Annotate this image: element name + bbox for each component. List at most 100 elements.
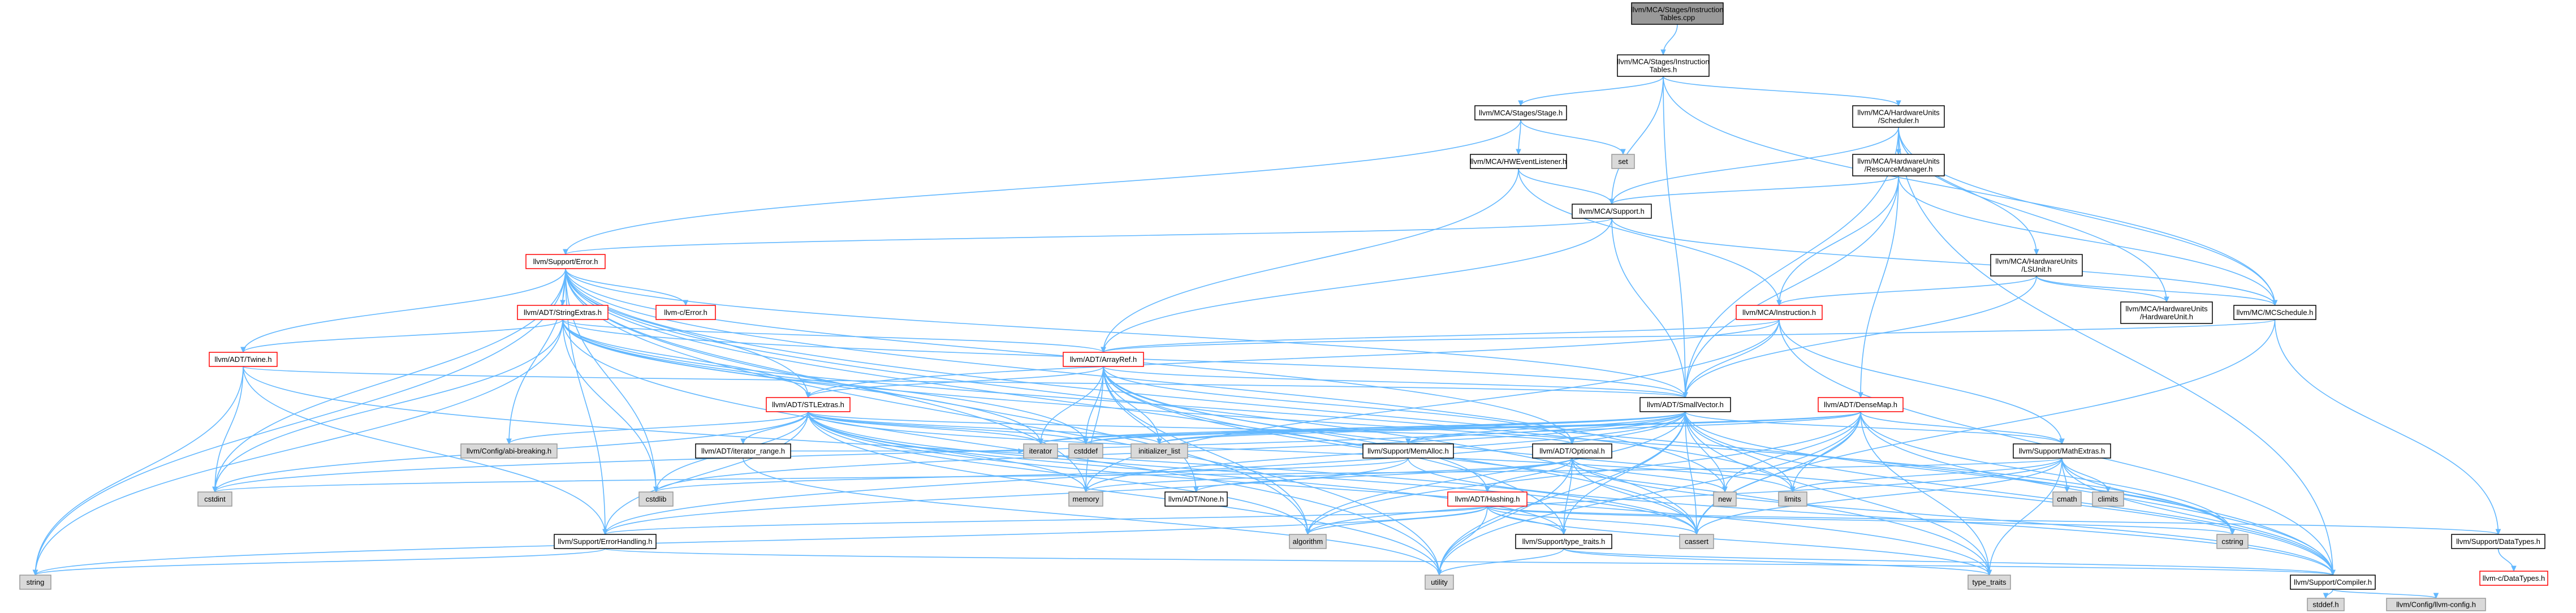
dependency-edge	[32, 268, 566, 576]
node-optional[interactable]: llvm/ADT/Optional.h	[1532, 443, 1612, 459]
node-label: algorithm	[1293, 537, 1323, 546]
dependency-edge	[1563, 548, 2336, 576]
dependency-edge	[2036, 275, 2169, 303]
node-box	[1778, 491, 1807, 507]
node-twine[interactable]: llvm/ADT/Twine.h	[209, 352, 278, 367]
node-none[interactable]: llvm/ADT/None.h	[1164, 491, 1228, 507]
node-utility[interactable]: utility	[1425, 575, 1454, 590]
dependency-edge	[1487, 506, 2236, 536]
node-label: /ResourceManager.h	[1865, 165, 1933, 174]
node-stddef[interactable]: stddef.h	[2307, 598, 2345, 611]
dependency-edge	[565, 268, 689, 306]
node-typetraits[interactable]: type_traits	[1967, 575, 2011, 590]
node-mathextras[interactable]: llvm/Support/MathExtras.h	[2013, 443, 2111, 459]
node-label: llvm/Support/Error.h	[533, 257, 598, 266]
node-box	[2013, 443, 2111, 459]
node-box	[2307, 598, 2345, 611]
node-errhandling[interactable]: llvm/Support/ErrorHandling.h	[554, 534, 657, 549]
node-algorithm[interactable]: algorithm	[1289, 534, 1327, 549]
node-smallvec[interactable]: llvm/ADT/SmallVector.h	[1639, 397, 1731, 412]
dependency-edge	[563, 119, 1521, 256]
node-cassert[interactable]: cassert	[1679, 534, 1714, 549]
node-cmath[interactable]: cmath	[2052, 491, 2082, 507]
dependency-edge	[1611, 218, 1688, 399]
node-sched[interactable]: llvm/MCA/HardwareUnits/Scheduler.h	[1852, 105, 1945, 128]
node-lsunit[interactable]: llvm/MCA/HardwareUnits/LSUnit.h	[1990, 254, 2083, 277]
dependency-edge	[1157, 411, 1861, 445]
dependency-edge	[605, 548, 2336, 576]
dependency-edge	[1436, 548, 1564, 576]
node-densemap[interactable]: llvm/ADT/DenseMap.h	[1818, 397, 1904, 412]
node-error[interactable]: llvm/Support/Error.h	[525, 254, 606, 269]
node-support[interactable]: llvm/MCA/Support.h	[1572, 204, 1652, 219]
node-box	[197, 491, 232, 507]
node-box	[1447, 491, 1528, 507]
dependency-edge	[563, 218, 1612, 256]
node-cstdint[interactable]: cstdint	[197, 491, 232, 507]
node-label: llvm/Config/abi-breaking.h	[467, 447, 551, 455]
node-memory[interactable]: memory	[1068, 491, 1103, 507]
node-label: llvm/Support/DataTypes.h	[2456, 537, 2540, 546]
node-label: /Scheduler.h	[1878, 116, 1919, 125]
dependency-edge	[2323, 589, 2333, 599]
node-iterrange[interactable]: llvm/ADT/iterator_range.h	[695, 443, 791, 459]
dependency-edge	[1405, 411, 1861, 445]
node-label: llvm/Support/type_traits.h	[1522, 537, 1606, 546]
node-climits[interactable]: climits	[2092, 491, 2124, 507]
node-llvmconfig[interactable]: llvm/Config/llvm-config.h	[2386, 598, 2486, 611]
node-label: llvm/MCA/Stages/Instruction	[1631, 6, 1723, 14]
node-hashing[interactable]: llvm/ADT/Hashing.h	[1447, 491, 1528, 507]
node-cstdlib[interactable]: cstdlib	[638, 491, 674, 507]
node-abibreak[interactable]: llvm/Config/abi-breaking.h	[460, 443, 558, 459]
node-arrayref[interactable]: llvm/ADT/ArrayRef.h	[1063, 352, 1144, 367]
dependency-edge	[1193, 457, 1573, 493]
node-box	[460, 443, 558, 459]
node-string[interactable]: string	[19, 575, 51, 590]
node-cstring[interactable]: cstring	[2216, 534, 2249, 549]
node-label: limits	[1784, 495, 1801, 503]
node-hwunit[interactable]: llvm/MCA/HardwareUnits/HardwareUnit.h	[2120, 301, 2213, 324]
dependency-edge	[1101, 168, 1519, 353]
node-box	[2386, 598, 2486, 611]
node-cdatatypes[interactable]: llvm-c/DataTypes.h	[2479, 571, 2548, 586]
node-label: initializer_list	[1138, 447, 1180, 455]
node-box	[1679, 534, 1714, 549]
node-limits[interactable]: limits	[1778, 491, 1807, 507]
dependency-edge	[1790, 457, 2062, 493]
node-label: llvm-c/DataTypes.h	[2483, 574, 2545, 582]
node-box	[1130, 443, 1188, 459]
node-new[interactable]: new	[1713, 491, 1737, 507]
node-memalloc[interactable]: llvm/Support/MemAlloc.h	[1362, 443, 1454, 459]
node-box	[1063, 352, 1144, 367]
node-box	[554, 534, 657, 549]
node-datatypes[interactable]: llvm/Support/DataTypes.h	[2451, 534, 2545, 549]
dependency-edge	[1663, 76, 2278, 306]
node-label: llvm/Config/llvm-config.h	[2396, 601, 2476, 609]
node-label: llvm/ADT/None.h	[1168, 495, 1224, 503]
node-stlextras[interactable]: llvm/ADT/STLExtras.h	[766, 397, 851, 412]
node-cerror[interactable]: llvm-c/Error.h	[655, 305, 716, 320]
node-iterator[interactable]: iterator	[1023, 443, 1058, 459]
node-label: string	[27, 578, 45, 586]
node-initlist[interactable]: initializer_list	[1130, 443, 1188, 459]
dependency-edge	[1685, 411, 2065, 445]
node-rm[interactable]: llvm/MCA/HardwareUnits/ResourceManager.h	[1852, 154, 1945, 176]
node-box	[19, 575, 51, 590]
node-stage[interactable]: llvm/MCA/Stages/Stage.h	[1474, 105, 1567, 120]
dependency-edge	[805, 366, 1104, 399]
node-hwel[interactable]: llvm/MCA/HWEventListener.h	[1470, 154, 1567, 169]
node-instr[interactable]: llvm/MCA/Instruction.h	[1736, 305, 1823, 320]
dependency-edge	[602, 506, 1488, 536]
node-label: llvm/MCA/HardwareUnits	[1857, 157, 1940, 166]
node-box	[1572, 204, 1652, 219]
node-box	[2290, 575, 2376, 590]
node-cstddef[interactable]: cstddef	[1068, 443, 1103, 459]
node-mcsched[interactable]: llvm/MC/MCSchedule.h	[2233, 305, 2316, 320]
node-typetraitsh[interactable]: llvm/Support/type_traits.h	[1515, 534, 1612, 549]
node-compiler[interactable]: llvm/Support/Compiler.h	[2290, 575, 2376, 590]
node-set[interactable]: set	[1611, 154, 1635, 169]
node-label: llvm/MCA/Support.h	[1579, 207, 1645, 215]
node-strextras[interactable]: llvm/ADT/StringExtras.h	[517, 305, 609, 320]
